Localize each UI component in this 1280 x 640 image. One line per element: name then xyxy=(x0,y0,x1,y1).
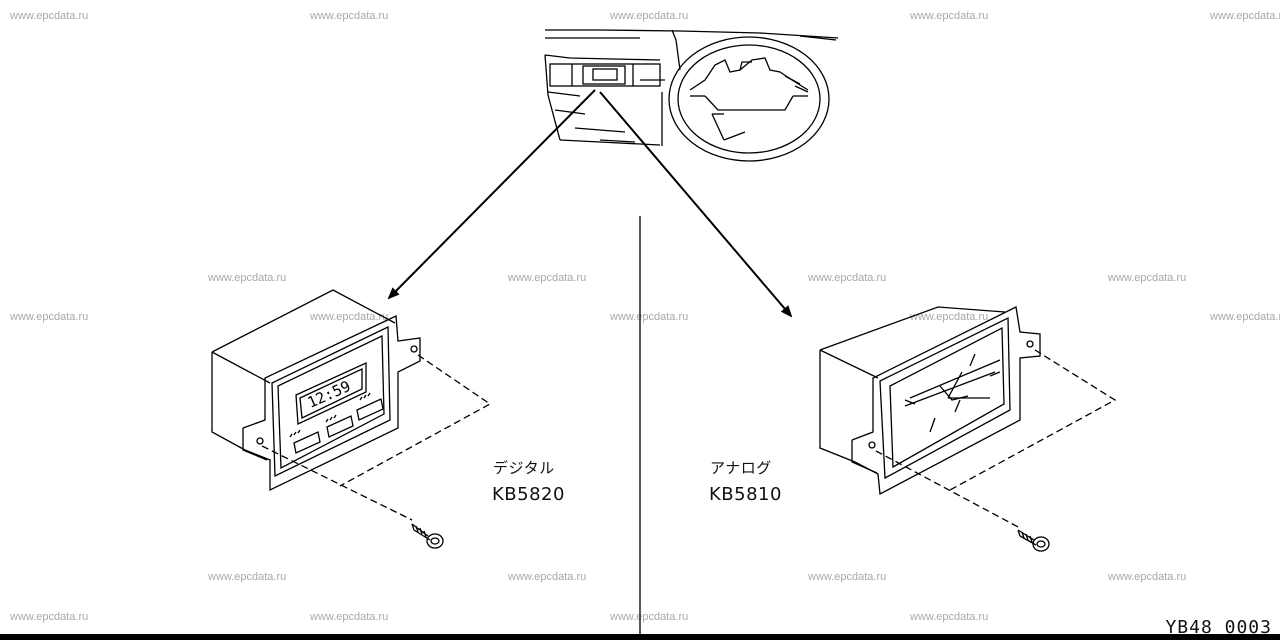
watermark: www.epcdata.ru xyxy=(1108,571,1187,583)
watermark: www.epcdata.ru xyxy=(1108,272,1187,284)
watermark: www.epcdata.ru xyxy=(310,10,389,22)
analog-clock-label: アナログ xyxy=(710,459,772,477)
arrow-to-analog-clock xyxy=(599,91,793,318)
analog-clock-part-code: KB5810 xyxy=(709,484,782,505)
arrow-to-digital-clock xyxy=(387,89,596,300)
watermark: www.epcdata.ru xyxy=(610,611,689,623)
analog-clock-drawing xyxy=(819,306,1117,552)
watermark: www.epcdata.ru xyxy=(610,10,689,22)
digital-clock-part-code: KB5820 xyxy=(492,484,565,505)
watermark: www.epcdata.ru xyxy=(808,272,887,284)
watermark: www.epcdata.ru xyxy=(1210,311,1280,323)
watermark: www.epcdata.ru xyxy=(508,571,587,583)
watermark: www.epcdata.ru xyxy=(1210,10,1280,22)
watermark: www.epcdata.ru xyxy=(610,311,689,323)
digital-clock-drawing xyxy=(211,289,492,549)
figure-id: YB48 0003 xyxy=(1165,617,1272,638)
watermark: www.epcdata.ru xyxy=(508,272,587,284)
watermark: www.epcdata.ru xyxy=(10,311,89,323)
watermark: www.epcdata.ru xyxy=(10,10,89,22)
watermark: www.epcdata.ru xyxy=(208,571,287,583)
watermark: www.epcdata.ru xyxy=(10,611,89,623)
watermark: www.epcdata.ru xyxy=(808,571,887,583)
digital-clock-readout: 12:59 xyxy=(305,377,354,412)
watermark: www.epcdata.ru xyxy=(910,311,989,323)
digital-clock-label: デジタル xyxy=(493,459,555,477)
watermark: www.epcdata.ru xyxy=(310,311,389,323)
watermark: www.epcdata.ru xyxy=(910,611,989,623)
watermark: www.epcdata.ru xyxy=(208,272,287,284)
bottom-border xyxy=(0,634,1280,640)
watermark: www.epcdata.ru xyxy=(310,611,389,623)
watermark: www.epcdata.ru xyxy=(910,10,989,22)
dashboard-drawing xyxy=(544,29,839,162)
